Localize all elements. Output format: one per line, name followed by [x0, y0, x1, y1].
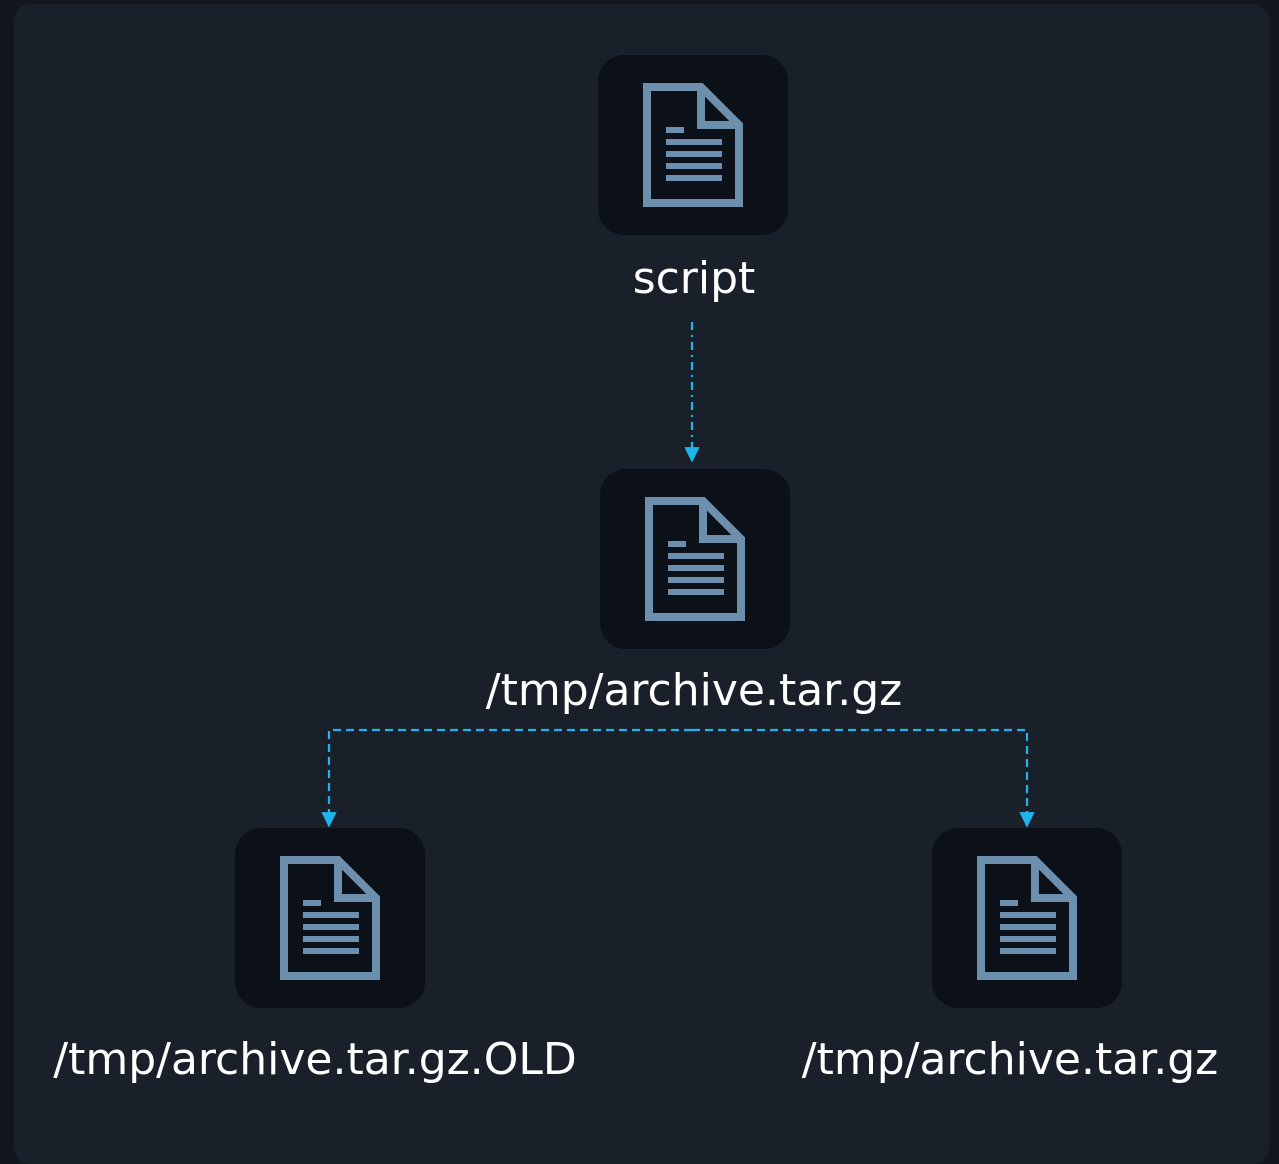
node-script[interactable]	[598, 55, 788, 235]
node-label-script: script	[632, 253, 756, 304]
node-archive-new[interactable]	[932, 828, 1122, 1008]
edge-archive-to-archive-old	[321, 728, 692, 828]
node-archive[interactable]	[600, 469, 790, 649]
edge-archive-to-archive-new	[692, 728, 1035, 828]
node-archive-old[interactable]	[235, 828, 425, 1008]
document-icon	[280, 856, 380, 980]
node-label-archive-old: /tmp/archive.tar.gz.OLD	[53, 1034, 577, 1085]
document-icon	[977, 856, 1077, 980]
node-label-archive-new: /tmp/archive.tar.gz	[801, 1034, 1219, 1085]
document-icon	[645, 497, 745, 621]
node-label-archive: /tmp/archive.tar.gz	[485, 665, 903, 716]
document-icon	[643, 83, 743, 207]
